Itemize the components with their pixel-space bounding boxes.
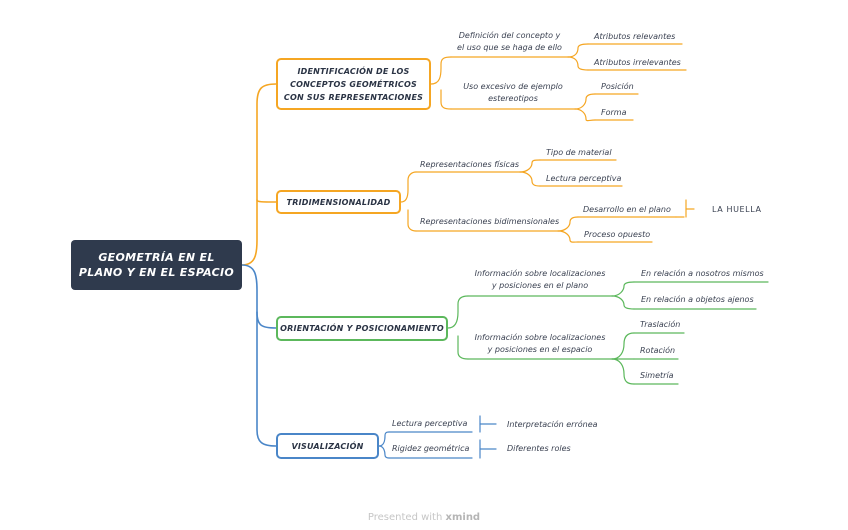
topic-atributos-irrelevantes[interactable]: Atributos irrelevantes [594, 58, 681, 67]
topic-atributos-relevantes[interactable]: Atributos relevantes [594, 32, 676, 41]
topic-tipo-material[interactable]: Tipo de material [546, 148, 612, 157]
topic-desarrollo-plano[interactable]: Desarrollo en el plano [583, 205, 671, 214]
branch-orientacion[interactable]: ORIENTACIÓN Y POSICIONAMIENTO [276, 316, 448, 341]
topic-rigidez-geometrica[interactable]: Rigidez geométrica [392, 444, 470, 453]
topic-simetria[interactable]: Simetría [640, 371, 674, 380]
topic-representaciones-fisicas[interactable]: Representaciones físicas [420, 160, 520, 169]
topic-diferentes-roles[interactable]: Diferentes roles [507, 444, 571, 453]
branch-tridimensionalidad[interactable]: TRIDIMENSIONALIDAD [276, 190, 401, 214]
branch-identificacion[interactable]: IDENTIFICACIÓN DE LOS CONCEPTOS GEOMÉTRI… [276, 58, 431, 110]
topic-rotacion[interactable]: Rotación [640, 346, 676, 355]
topic-info-espacio[interactable]: Información sobre localizaciones y posic… [474, 333, 606, 354]
topic-definicion[interactable]: Definición del concepto y el uso que se … [457, 31, 562, 52]
topic-info-plano[interactable]: Información sobre localizaciones y posic… [474, 269, 606, 290]
presented-with-footer: Presented with xmind [0, 512, 848, 523]
topic-representaciones-bidimensionales[interactable]: Representaciones bidimensionales [420, 217, 560, 226]
topic-relacion-nosotros[interactable]: En relación a nosotros mismos [641, 269, 764, 278]
topic-traslacion[interactable]: Traslación [640, 320, 681, 329]
topic-uso-excesivo[interactable]: Uso excesivo de ejemplo estereotipos [463, 82, 563, 103]
footer-text: Presented with [367, 512, 443, 523]
xmind-logo[interactable]: xmind [445, 512, 481, 523]
topic-relacion-objetos[interactable]: En relación a objetos ajenos [641, 295, 754, 304]
topic-proceso-opuesto[interactable]: Proceso opuesto [584, 230, 651, 239]
topic-la-huella[interactable]: LA HUELLA [712, 205, 762, 214]
branch-visualizacion[interactable]: VISUALIZACIÓN [276, 433, 379, 459]
topic-interpretacion-erronea[interactable]: Interpretación errónea [507, 420, 598, 429]
topic-forma[interactable]: Forma [601, 108, 627, 117]
root-topic[interactable]: GEOMETRÍA EN EL PLANO Y EN EL ESPACIO [71, 240, 242, 290]
topic-lectura-perceptiva-tri[interactable]: Lectura perceptiva [546, 174, 622, 183]
topic-posicion[interactable]: Posición [601, 82, 634, 91]
topic-lectura-perceptiva-vis[interactable]: Lectura perceptiva [392, 419, 468, 428]
